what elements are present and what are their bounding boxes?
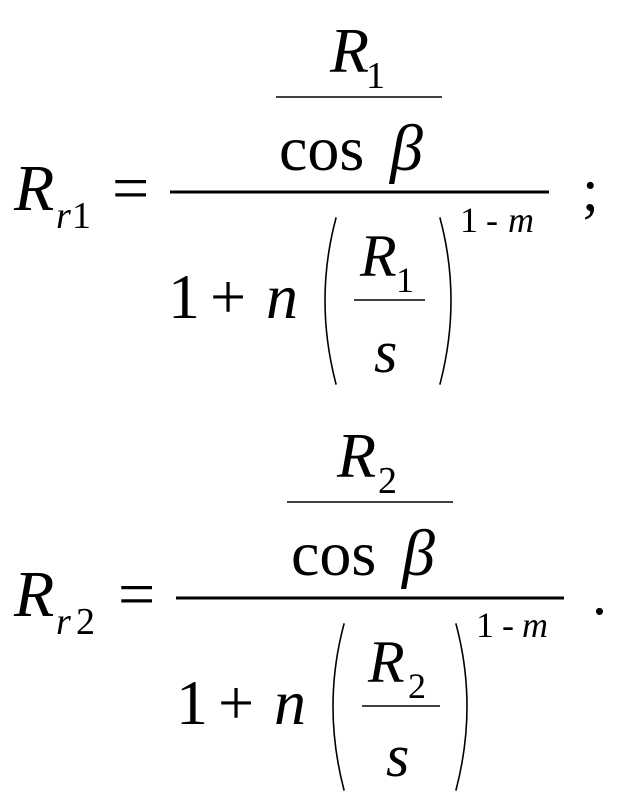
exponent-minus: -: [502, 605, 514, 645]
inner-numerator-symbol: R: [336, 420, 376, 491]
lhs-symbol: R: [13, 558, 54, 631]
paren-denominator: s: [374, 319, 397, 385]
lhs-subscript-num: 1: [72, 195, 91, 237]
exponent-m: m: [508, 200, 534, 240]
cos-function: cos: [291, 518, 376, 589]
plus-sign: +: [218, 667, 254, 738]
exponent-m: m: [522, 605, 548, 645]
equation-1: R r 1 = R 1 cos β 1 + n R 1 s 1 - m ;: [13, 15, 599, 385]
left-paren: [332, 623, 345, 791]
lhs-subscript-var: r: [56, 601, 71, 643]
plus-sign: +: [210, 261, 246, 332]
one-term: 1: [176, 667, 208, 738]
inner-numerator-subscript: 1: [366, 55, 385, 97]
paren-numerator-subscript: 1: [396, 260, 414, 300]
inner-numerator-subscript: 2: [378, 460, 397, 502]
equals-sign: =: [118, 558, 155, 631]
equals-sign: =: [112, 152, 149, 225]
equation-2: R r 2 = R 2 cos β 1 + n R 2 s 1 - m .: [13, 420, 607, 791]
exponent-one: 1: [460, 200, 478, 240]
exponent-one: 1: [476, 605, 494, 645]
paren-numerator-symbol: R: [359, 223, 397, 289]
lhs-symbol: R: [13, 152, 54, 225]
coefficient-n: n: [266, 261, 298, 332]
lhs-subscript-num: 2: [76, 601, 95, 643]
lhs-subscript-var: r: [56, 195, 71, 237]
one-term: 1: [168, 261, 200, 332]
paren-denominator: s: [386, 723, 409, 789]
left-paren: [324, 217, 337, 385]
paren-numerator-subscript: 2: [408, 666, 426, 706]
cos-function: cos: [279, 113, 364, 184]
beta-symbol: β: [400, 517, 435, 590]
right-paren: [455, 623, 468, 791]
exponent-minus: -: [486, 200, 498, 240]
semicolon: ;: [582, 157, 599, 223]
paren-numerator-symbol: R: [367, 629, 405, 695]
coefficient-n: n: [274, 667, 306, 738]
period: .: [592, 561, 607, 627]
inner-numerator-symbol: R: [329, 15, 369, 86]
right-paren: [439, 217, 452, 385]
beta-symbol: β: [388, 112, 423, 185]
